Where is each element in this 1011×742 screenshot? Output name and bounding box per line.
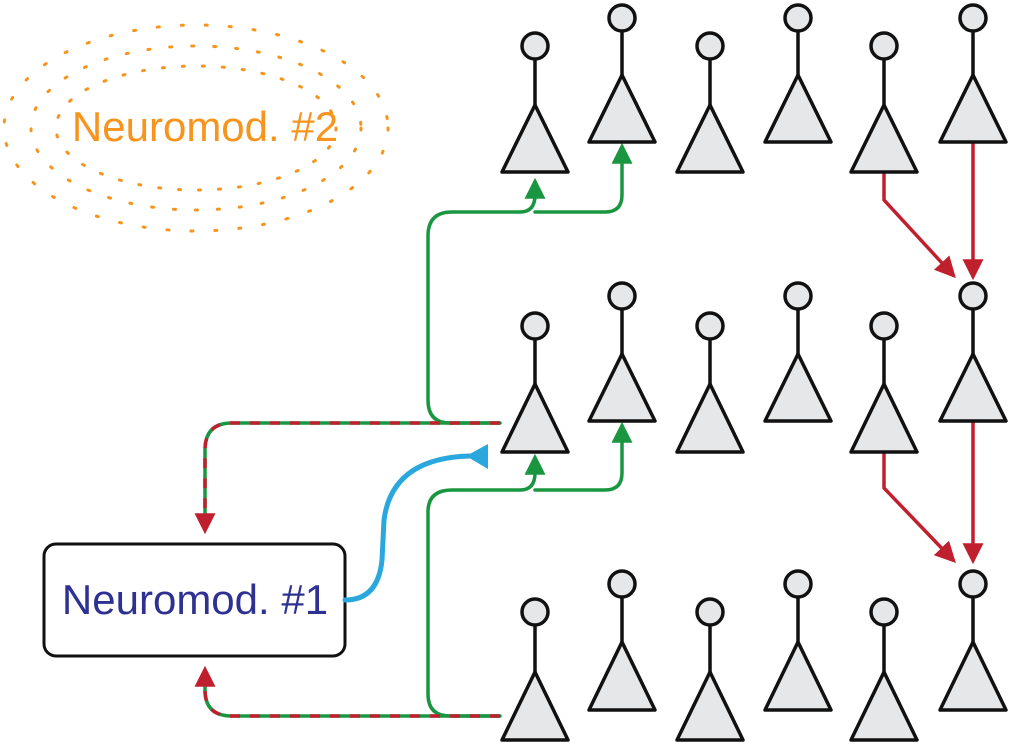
neuromod2-label: Neuromod. #2 — [72, 103, 338, 150]
neuron-r3-n4 — [763, 569, 833, 712]
neuron-dendrite-tip — [607, 569, 637, 599]
neuron-dendrite-tip — [520, 311, 550, 341]
neuron-r2-n6 — [938, 281, 1008, 423]
neuron-dendrite-tip — [520, 31, 550, 61]
neuron-r3-n6 — [938, 569, 1008, 712]
neuron-r1-n3 — [675, 31, 745, 174]
neuron-soma — [675, 103, 745, 174]
neuron-soma — [763, 640, 833, 712]
excitatory-projection-row2-to-row1 — [426, 142, 633, 425]
neuron-dendrite-tip — [958, 3, 988, 33]
neuron-soma — [500, 382, 570, 454]
neuron-r2-n5 — [849, 311, 919, 454]
neuron-dendrite-tip — [520, 597, 550, 627]
neuron-grid — [500, 3, 1008, 742]
inhibitory-projections — [882, 140, 984, 565]
neuron-soma — [849, 670, 919, 742]
neuron-r2-n1 — [500, 311, 570, 454]
neuron-soma — [763, 73, 833, 144]
neuron-dendrite-tip — [783, 569, 813, 599]
neuron-dendrite-tip — [607, 281, 637, 311]
neuron-soma — [763, 352, 833, 423]
neuron-r3-n2 — [587, 569, 657, 712]
neuron-soma — [500, 670, 570, 742]
neuron-soma — [675, 670, 745, 742]
excitatory-projection-row3-to-row2 — [426, 421, 633, 718]
neuron-r2-n3 — [675, 311, 745, 454]
neuron-soma — [587, 73, 657, 144]
neuron-soma — [938, 73, 1008, 144]
neuron-r3-n5 — [849, 597, 919, 742]
neuron-dendrite-tip — [695, 31, 725, 61]
feedback-row3-to-neuromod1 — [194, 665, 500, 718]
neuromod2-cloud: Neuromod. #2 — [2, 23, 390, 233]
neuron-soma — [587, 640, 657, 712]
neuron-dendrite-tip — [869, 31, 899, 61]
neuron-soma — [675, 382, 745, 454]
neuron-r1-n1 — [500, 31, 570, 174]
neuron-r2-n2 — [587, 281, 657, 423]
neuron-soma — [587, 352, 657, 423]
neuron-soma — [500, 103, 570, 174]
neuron-r2-n4 — [763, 281, 833, 423]
neuron-dendrite-tip — [695, 597, 725, 627]
neuron-dendrite-tip — [783, 3, 813, 33]
neuron-dendrite-tip — [869, 311, 899, 341]
neuron-dendrite-tip — [958, 281, 988, 311]
neuron-r1-n2 — [587, 3, 657, 144]
neuron-dendrite-tip — [958, 569, 988, 599]
neuron-soma — [938, 352, 1008, 423]
neuron-dendrite-tip — [783, 281, 813, 311]
neuron-soma — [849, 382, 919, 454]
neuron-r1-n6 — [938, 3, 1008, 144]
neuron-r1-n4 — [763, 3, 833, 144]
neuron-r3-n1 — [500, 597, 570, 742]
neuromod1-modulatory-connection — [342, 444, 488, 603]
neuron-dendrite-tip — [695, 311, 725, 341]
neuron-soma — [938, 640, 1008, 712]
feedback-row2-to-neuromod1 — [194, 421, 500, 535]
neuron-soma — [849, 103, 919, 174]
neuromod1-label: Neuromod. #1 — [62, 576, 328, 623]
neuron-r3-n3 — [675, 597, 745, 742]
neuron-dendrite-tip — [607, 3, 637, 33]
neuron-r1-n5 — [849, 31, 919, 174]
neuron-dendrite-tip — [869, 597, 899, 627]
neuromod1-box: Neuromod. #1 — [42, 542, 347, 658]
